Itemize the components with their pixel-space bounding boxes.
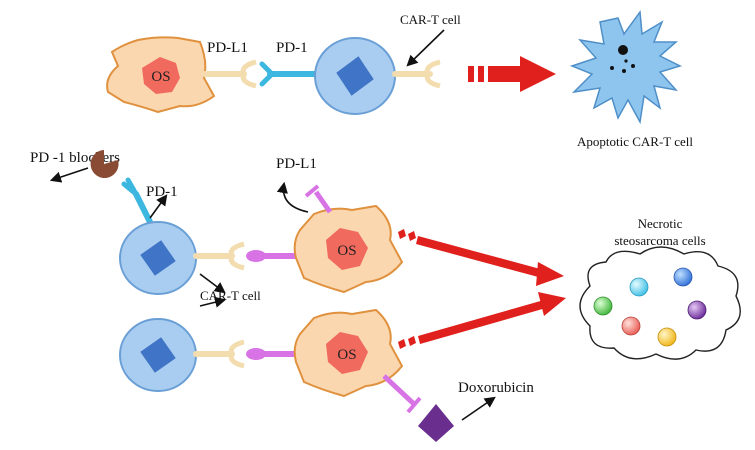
pdl1-ligand-top <box>202 59 257 89</box>
pd1-receptor-mid <box>121 177 153 225</box>
pdl1-ligand-down <box>382 374 422 414</box>
red-arrow-mid <box>398 229 564 286</box>
os-cell-bottom: OS <box>293 308 404 398</box>
car-t-cell-bottom <box>119 318 197 392</box>
os-label-top: OS <box>151 69 170 85</box>
label-car-t-cell-mid: CAR-T cell <box>200 288 261 303</box>
necrotic-sphere-green <box>593 296 613 316</box>
necrotic-sphere-cyan <box>629 277 649 297</box>
arrow-car-t-mid-1 <box>199 273 226 294</box>
necrotic-sphere-purple <box>687 300 707 320</box>
label-pd-l1-top: PD-L1 <box>207 40 248 56</box>
necrotic-sphere-blue <box>673 267 693 287</box>
arrow-pd-1-blockers <box>49 167 89 183</box>
label-pd-l1-mid: PD-L1 <box>276 156 317 172</box>
pd1-receptor-top <box>259 61 321 87</box>
apoptotic-car-t-cell <box>569 9 683 125</box>
pdl1-ligand-up <box>304 184 333 214</box>
arrow-car-t-mid-2 <box>199 296 227 308</box>
label-pd-1-mid: PD-1 <box>146 184 178 200</box>
car-t-cell-top <box>314 37 396 115</box>
arrow-car-t-top <box>406 29 445 67</box>
necrotic-cloud <box>579 246 741 360</box>
label-necrotic-line1: Necrotic <box>638 216 683 231</box>
os-nucleus-top <box>142 57 180 94</box>
necrotic-sphere-yellow <box>657 327 677 347</box>
label-necrotic-line2: steosarcoma cells <box>614 233 705 248</box>
arrow-pd-1-mid <box>149 194 168 219</box>
necrotic-sphere-red <box>621 316 641 336</box>
os-label-bottom: OS <box>337 347 356 363</box>
arrow-doxorubicin <box>461 396 496 421</box>
label-doxorubicin: Doxorubicin <box>458 380 534 396</box>
red-arrow-top <box>468 56 556 92</box>
car-receptor-top <box>392 59 441 89</box>
doxorubicin-icon <box>418 404 454 442</box>
os-cell-top: OS <box>106 36 216 114</box>
os-cell-mid: OS <box>293 204 404 294</box>
arrow-pd-l1-mid <box>276 181 309 213</box>
car-receptor-mid <box>193 241 245 271</box>
label-apoptotic-car-t-cell: Apoptotic CAR-T cell <box>577 134 693 149</box>
red-arrow-bottom <box>398 292 566 349</box>
os-label-mid: OS <box>337 243 356 259</box>
label-car-t-cell-top: CAR-T cell <box>400 12 461 27</box>
car-t-cell-mid <box>119 221 197 295</box>
car-receptor-bottom <box>193 339 245 369</box>
label-pd-1-top: PD-1 <box>276 40 308 56</box>
pd-1-blocker-icon <box>90 150 119 178</box>
